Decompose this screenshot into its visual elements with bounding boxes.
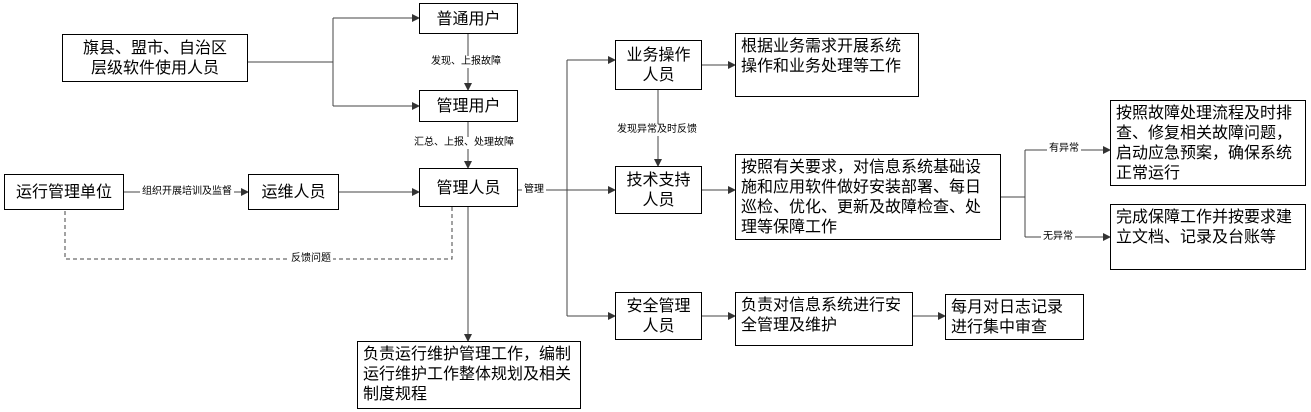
label-manage: 管理 [522, 184, 546, 196]
label-summarize: 汇总、上报、处理故障 [412, 137, 516, 149]
label-no-abnormal: 无异常 [1041, 231, 1075, 243]
node-yunwei-staff: 运维人员 [248, 174, 339, 210]
node-yewu-staff: 业务操作 人员 [615, 40, 702, 90]
node-log-desc: 每月对日志记录进行集中审查 [945, 294, 1084, 340]
node-guanli-staff: 管理人员 [419, 168, 518, 207]
label-abnormal-feedback: 发现异常及时反馈 [615, 124, 699, 136]
node-yunxing-unit: 运行管理单位 [4, 174, 124, 210]
node-yewu-desc: 根据业务需求开展系统操作和业务处理等工作 [735, 33, 919, 97]
label-has-abnormal: 有异常 [1047, 143, 1081, 155]
node-anquan-staff: 安全管理 人员 [615, 292, 702, 340]
node-jishu-staff: 技术支持 人员 [615, 166, 702, 214]
node-guanli-desc: 负责运行维护管理工作，编制运行维护工作整体规划及相关制度规程 [357, 341, 581, 409]
node-fault-desc: 按照故障处理流程及时排查、修复相关故障问题，启动应急预案，确保系统正常运行 [1110, 100, 1306, 186]
edge-feedback [61, 180, 453, 260]
label-training: 组织开展培训及监督 [140, 186, 234, 198]
label-report-fault: 发现、上报故障 [429, 56, 503, 68]
node-normal-desc: 完成保障工作并按要求建立文档、记录及台账等 [1110, 204, 1306, 270]
node-putong-user: 普通用户 [419, 3, 518, 34]
node-guanli-user: 管理用户 [419, 90, 518, 122]
node-qixian-users: 旗县、盟市、自治区 层级软件使用人员 [62, 34, 248, 82]
label-feedback: 反馈问题 [289, 253, 333, 265]
node-anquan-desc: 负责对信息系统进行安全管理及维护 [735, 292, 913, 346]
node-jishu-desc: 按照有关要求，对信息系统基础设施和应用软件做好安装部署、每日巡检、优化、更新及故… [735, 154, 1001, 240]
